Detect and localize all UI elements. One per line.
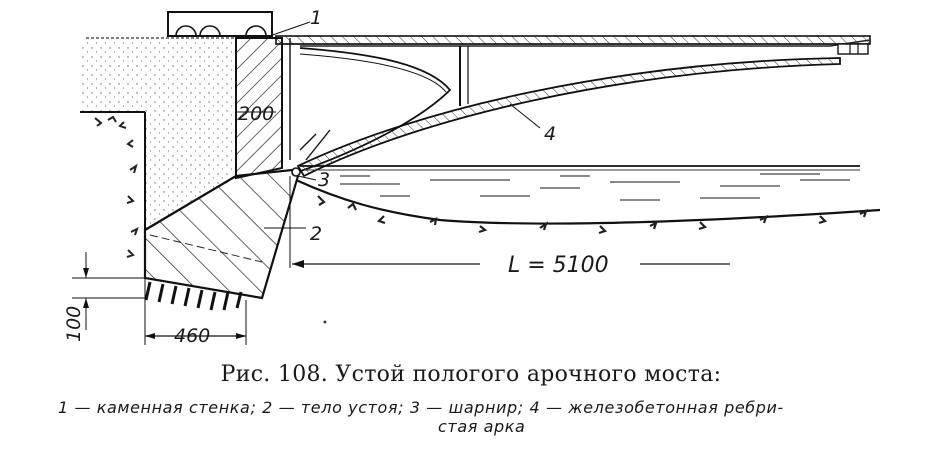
foundation-base <box>144 281 243 311</box>
dim-wall-thickness-label: 200 <box>238 103 274 125</box>
stone-wall <box>235 37 283 180</box>
hinge <box>291 167 301 177</box>
bridge-deck <box>275 35 871 55</box>
stray-mark: • <box>322 318 328 329</box>
figure-caption-title: Рис. 108. Устой пологого арочного моста: <box>220 362 722 387</box>
body-centerline <box>149 234 263 263</box>
river-bed <box>295 178 881 235</box>
callout-3-label: 3 <box>318 169 330 191</box>
bridge-abutment-drawing: 200 L = 5100 460 100 1 2 3 <box>63 7 881 347</box>
callout-4-label: 4 <box>544 123 556 145</box>
arch-rib <box>296 57 841 178</box>
dim-wall-thickness: 200 <box>236 103 276 125</box>
spandrel-strut <box>297 46 469 173</box>
callout-2: 2 <box>264 223 322 245</box>
callout-3: 3 <box>297 169 330 191</box>
dim-span-label: L = 5100 <box>508 253 609 278</box>
dim-span: L = 5100 <box>289 176 730 278</box>
dim-footing-height: 100 <box>63 252 145 342</box>
dim-base-width-label: 460 <box>174 325 210 347</box>
callout-4: 4 <box>509 103 556 145</box>
callout-1: 1 <box>263 7 322 39</box>
legend-line-1: 1 — каменная стенка; 2 — тело устоя; 3 —… <box>58 398 784 417</box>
dim-base-width: 460 <box>144 278 247 347</box>
dim-footing-height-label: 100 <box>63 306 85 342</box>
parapet-curb <box>167 11 273 37</box>
legend-line-2: стая арка <box>438 417 526 436</box>
callout-1-label: 1 <box>310 7 322 29</box>
water <box>300 165 860 201</box>
callout-2-label: 2 <box>310 223 322 245</box>
figure-legend: 1 — каменная стенка; 2 — тело устоя; 3 —… <box>58 398 918 436</box>
